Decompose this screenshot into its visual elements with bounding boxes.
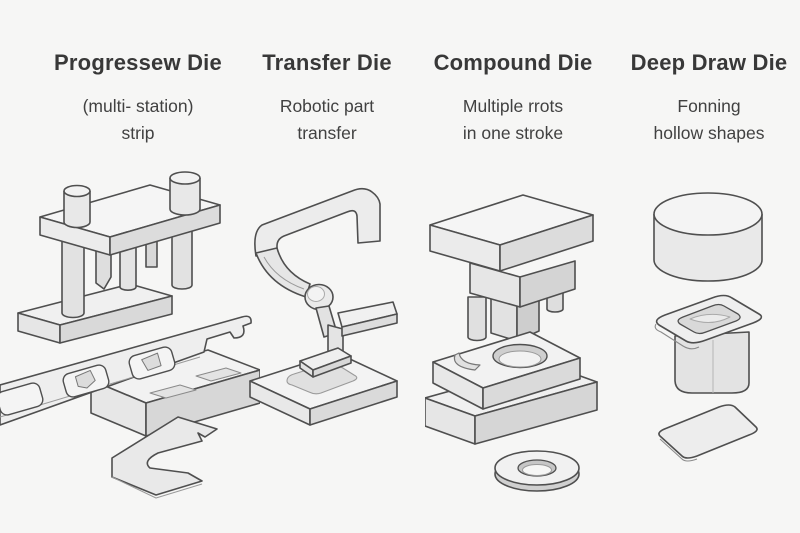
die-subtitle-line: strip <box>121 123 155 143</box>
die-subtitle-line: transfer <box>297 123 357 143</box>
die-subtitle-line: in one stroke <box>462 123 564 143</box>
guide-posts <box>61 222 193 319</box>
die-subtitle-line: Multiple rrots <box>462 96 564 116</box>
column-transfer-die: Transfer Die Robotic part transfer <box>233 50 421 147</box>
die-title: Transfer Die <box>262 50 392 75</box>
bolster-plate <box>17 283 173 344</box>
flat-sheet-blank <box>658 404 758 462</box>
punched-metal-strip <box>0 315 252 426</box>
stamped-c-part <box>111 416 218 499</box>
drawn-rectangular-cup <box>654 294 763 394</box>
transfer-die-illustration <box>249 187 398 426</box>
die-title: Deep Draw Die <box>630 50 788 75</box>
progressive-die-illustration <box>0 171 260 499</box>
deep-draw-die-illustration <box>653 192 763 462</box>
die-subtitle-line: (multi- station) <box>82 96 194 116</box>
transferred-part <box>299 301 398 378</box>
die-subtitle-line: Fonning <box>677 96 741 116</box>
lower-die-assembly <box>425 331 598 445</box>
die-subtitle-line: hollow shapes <box>653 123 765 143</box>
column-deep-draw-die: Deep Draw Die Fonning hollow shapes <box>618 50 800 147</box>
upper-punch-assembly <box>429 194 594 342</box>
die-title: Progressew Die <box>54 50 222 75</box>
column-progressive-die: Progressew Die (multi- station) strip <box>20 50 256 147</box>
press-cylinders <box>63 171 201 229</box>
die-title: Compound Die <box>433 50 593 75</box>
column-compound-die: Compound Die Multiple rrots in one strok… <box>417 50 609 147</box>
rotary-joint <box>304 283 338 338</box>
round-blank-cylinder <box>653 192 763 282</box>
gantry-arm <box>254 187 381 298</box>
compound-die-illustration <box>425 194 598 492</box>
die-subtitle-line: Robotic part <box>279 96 375 116</box>
lower-die-block <box>90 349 260 437</box>
punched-washer <box>494 450 580 492</box>
